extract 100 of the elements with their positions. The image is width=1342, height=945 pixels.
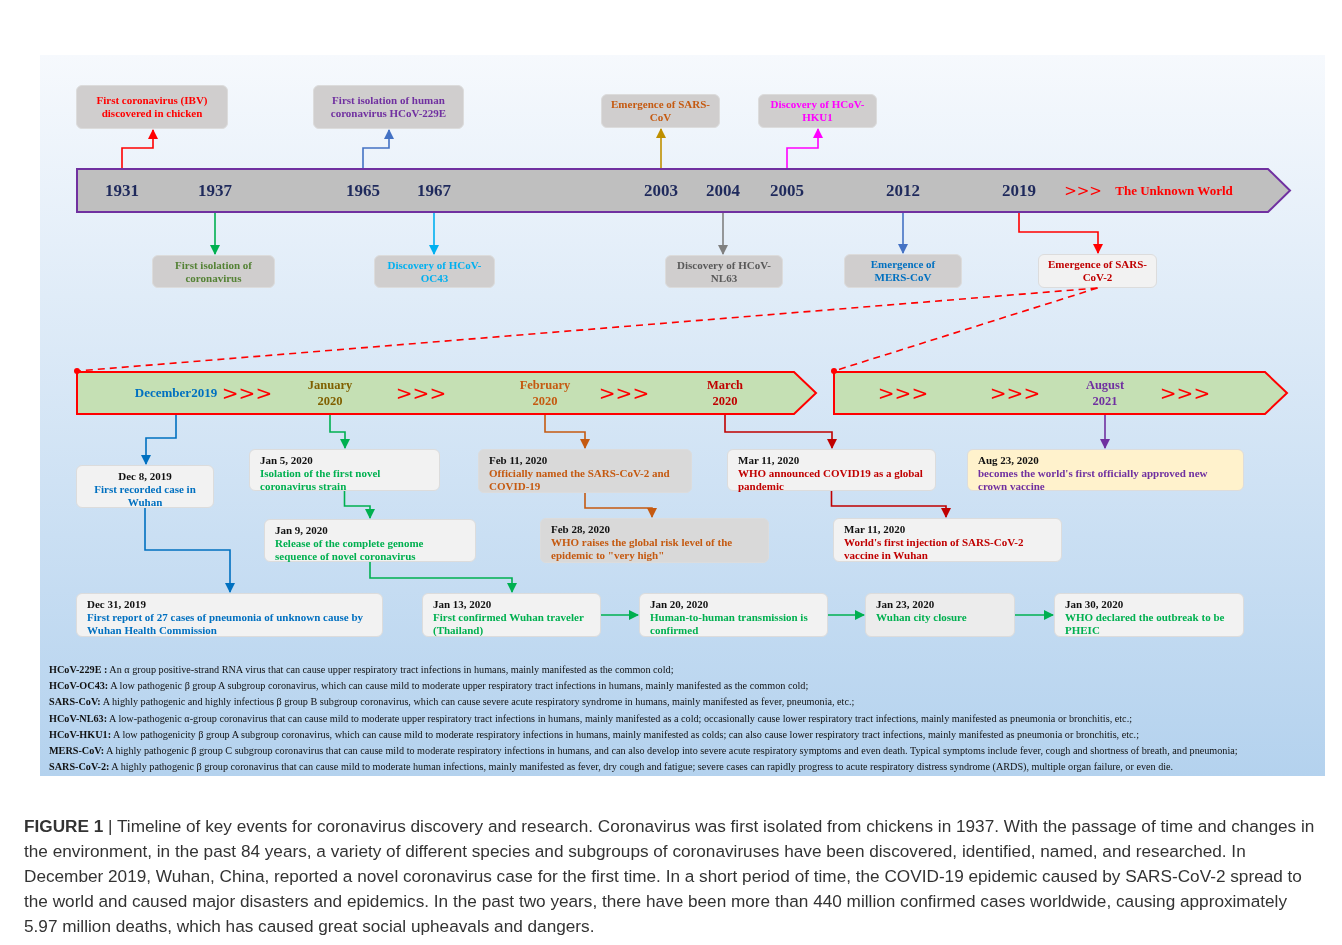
arrow bbox=[898, 212, 908, 254]
year-label: 2005 bbox=[767, 168, 807, 213]
arrow bbox=[1014, 610, 1054, 620]
event-box: Emergence of SARS-CoV bbox=[601, 94, 720, 128]
month-label: January 2020 bbox=[290, 371, 370, 415]
year-label: 2019 bbox=[999, 168, 1039, 213]
arrow bbox=[830, 490, 951, 518]
timeline-arrow-band bbox=[76, 168, 1290, 213]
event-box: First isolation of coronavirus bbox=[152, 255, 275, 288]
event-date: Feb 11, 2020 bbox=[489, 454, 549, 467]
year-label: 1931 bbox=[102, 168, 142, 213]
dashed-zoom-line bbox=[831, 287, 1099, 374]
chevron-marks: >>> bbox=[877, 381, 929, 405]
event-description: Officially named the SARS-CoV-2 and COVID-19 bbox=[489, 467, 671, 493]
event-description: First recorded case in Wuhan bbox=[93, 483, 197, 509]
event-card bbox=[833, 518, 1062, 562]
event-box: Emergence of SARS-CoV-2 bbox=[1038, 254, 1157, 288]
event-card bbox=[639, 593, 828, 637]
event-description: WHO raises the global risk level of the epidemic to "very high" bbox=[551, 536, 734, 562]
arrow bbox=[600, 610, 639, 620]
chevron-marks: >>> bbox=[989, 381, 1041, 405]
timeline-arrow-band bbox=[76, 371, 816, 415]
dashed-zoom-line bbox=[74, 287, 1099, 374]
event-description: World's first injection of SARS-CoV-2 vaccine in Wuhan bbox=[844, 536, 1025, 562]
event-date: Dec 8, 2019 bbox=[117, 470, 173, 483]
arrow bbox=[656, 128, 666, 169]
event-date: Feb 28, 2020 bbox=[551, 523, 611, 536]
arrow bbox=[329, 414, 350, 449]
arrow bbox=[141, 414, 177, 465]
event-description: First report of 27 cases of pneumonia of unknown cause by Wuhan Health Commission bbox=[87, 611, 365, 637]
year-label: 2012 bbox=[883, 168, 923, 213]
arrow bbox=[544, 414, 590, 449]
arrow bbox=[362, 129, 394, 169]
event-description: Release of the complete genome sequence of novel coronavirus bbox=[275, 537, 425, 563]
arrow bbox=[786, 128, 823, 169]
event-card bbox=[76, 465, 214, 508]
arrow bbox=[1018, 212, 1103, 254]
event-description: WHO declared the outbreak to be PHEIC bbox=[1065, 611, 1226, 637]
event-date: Jan 20, 2020 bbox=[650, 598, 710, 611]
arrow bbox=[343, 490, 375, 519]
event-date: Jan 30, 2020 bbox=[1065, 598, 1125, 611]
event-box: First coronavirus (IBV) discovered in chicken bbox=[76, 85, 228, 129]
figure-caption: FIGURE 1 | Timeline of key events for coronavirus discovery and research. Coronavirus was first isolated from chickens in 1937. With the passage of time and changes in the environment, in the past 84 years, a variety of different species and subgroups of coronaviruses have been discovered, identified, named, and researched. In December 2019, Wuhan, China, reported a novel coronavirus case for the first time. In a short period of time, the COVID-19 epidemic caused by SARS-CoV-2 spread to the world and caused major disasters and epidemics. In the past two years, there have been more than 440 million confirmed cases worldwide, causing approximately 5.97 million deaths, which has caused great social upheavals and dangers. bbox=[24, 815, 1316, 938]
event-date: Aug 23, 2020 bbox=[978, 454, 1040, 467]
definition-note: HCoV-NL63: A low-pathogenic α-group coronavirus that can cause mild to moderate upper respiratory tract infections in humans, mainly manifested as a cold; occasionally cause lower respiratory tract infections, mainly manifested as pneumonia or bronchitis, etc.; bbox=[49, 712, 1132, 724]
arrow bbox=[210, 212, 220, 255]
month-label: March 2020 bbox=[685, 371, 765, 415]
event-description: WHO announced COVID19 as a global pandemic bbox=[738, 467, 924, 493]
arrow bbox=[584, 492, 657, 518]
chevron-marks: >>> bbox=[1064, 181, 1102, 200]
event-date: Jan 13, 2020 bbox=[433, 598, 493, 611]
event-card bbox=[422, 593, 601, 637]
arrow bbox=[718, 212, 728, 255]
event-card bbox=[540, 518, 769, 563]
definition-note: MERS-CoV: A highly pathogenic β group C subgroup coronavirus that can cause mild to moderate respiratory infections in humans, and can also develop into severe acute respiratory symptoms and even death. Typical symptoms include fever, cough and shortness of breath, and pneumonia; bbox=[49, 745, 1238, 756]
definition-note: HCoV-HKU1: A low pathogenicity β group A subgroup coronavirus, which can cause mild to moderate respiratory infections in humans, mainly manifested as colds; can also cause lower respiratory tract infections, mainly manifested as pneumonia or bronchitis, etc.; bbox=[49, 728, 1139, 740]
event-card bbox=[865, 593, 1015, 637]
arrow bbox=[724, 414, 837, 449]
arrow bbox=[144, 507, 235, 593]
year-label: 2003 bbox=[641, 168, 681, 213]
month-label: August 2021 bbox=[1065, 371, 1145, 415]
year-label: 1967 bbox=[414, 168, 454, 213]
definition-note: SARS-CoV-2: A highly pathogenic β group coronavirus that can cause mild to moderate human infections, mainly manifested as fever, dry cough and fatigue; severe cases can rapidly progress to acute respiratory distress syndrome (ARDS), multiple organ failure, or even die. bbox=[49, 761, 1174, 773]
arrow bbox=[121, 129, 158, 169]
definition-note: HCoV-OC43: A low pathogenic β group A subgroup coronavirus, which can cause mild to moderate upper respiratory tract infections in humans, mainly manifested as the common cold; bbox=[49, 680, 809, 692]
event-box: Discovery of HCoV-NL63 bbox=[665, 255, 783, 288]
event-description: becomes the world's first officially approved new crown vaccine bbox=[978, 467, 1209, 493]
event-card bbox=[76, 593, 383, 637]
event-card bbox=[727, 449, 936, 491]
definition-note: SARS-CoV: A highly pathogenic and highly infectious β group B subgroup coronavirus, which can cause severe acute respiratory syndrome in humans, mainly manifested as fever, pneumonia, etc.; bbox=[49, 696, 855, 708]
event-date: Mar 11, 2020 bbox=[738, 454, 801, 467]
arrow bbox=[827, 610, 865, 620]
event-date: Jan 5, 2020 bbox=[260, 454, 314, 467]
event-date: Jan 9, 2020 bbox=[275, 524, 329, 537]
chevron-marks: >>> bbox=[598, 381, 650, 405]
event-date: Jan 23, 2020 bbox=[876, 598, 936, 611]
year-label: 1965 bbox=[343, 168, 383, 213]
event-card bbox=[264, 519, 476, 562]
year-label: 1937 bbox=[195, 168, 235, 213]
definition-note: HCoV-229E : An α group positive-strand RNA virus that can cause upper respiratory tract infections in humans, mainly manifested as the common cold; bbox=[49, 664, 674, 675]
arrow bbox=[369, 561, 517, 593]
event-card bbox=[249, 449, 440, 491]
event-description: Isolation of the first novel coronavirus strain bbox=[260, 467, 382, 493]
event-description: First confirmed Wuhan traveler (Thailand) bbox=[433, 611, 585, 637]
event-description: Human-to-human transmission is confirmed bbox=[650, 611, 809, 637]
band-title: The Unknown World bbox=[1115, 182, 1233, 199]
event-box: First isolation of human coronavirus HCoV-229E bbox=[313, 85, 464, 129]
month-label: February 2020 bbox=[505, 371, 585, 415]
arrow bbox=[1100, 414, 1110, 449]
arrow bbox=[429, 212, 439, 255]
timeline-arrow-band bbox=[833, 371, 1287, 415]
event-date: Mar 11, 2020 bbox=[844, 523, 907, 536]
event-card bbox=[478, 449, 692, 493]
chevron-marks: >>> bbox=[221, 381, 273, 405]
event-description: Wuhan city closure bbox=[876, 611, 968, 624]
year-label: 2004 bbox=[703, 168, 743, 213]
event-box: Discovery of HCoV-OC43 bbox=[374, 255, 495, 288]
event-box: Emergence of MERS-CoV bbox=[844, 254, 962, 288]
event-card bbox=[1054, 593, 1244, 637]
event-date: Dec 31, 2019 bbox=[87, 598, 147, 611]
